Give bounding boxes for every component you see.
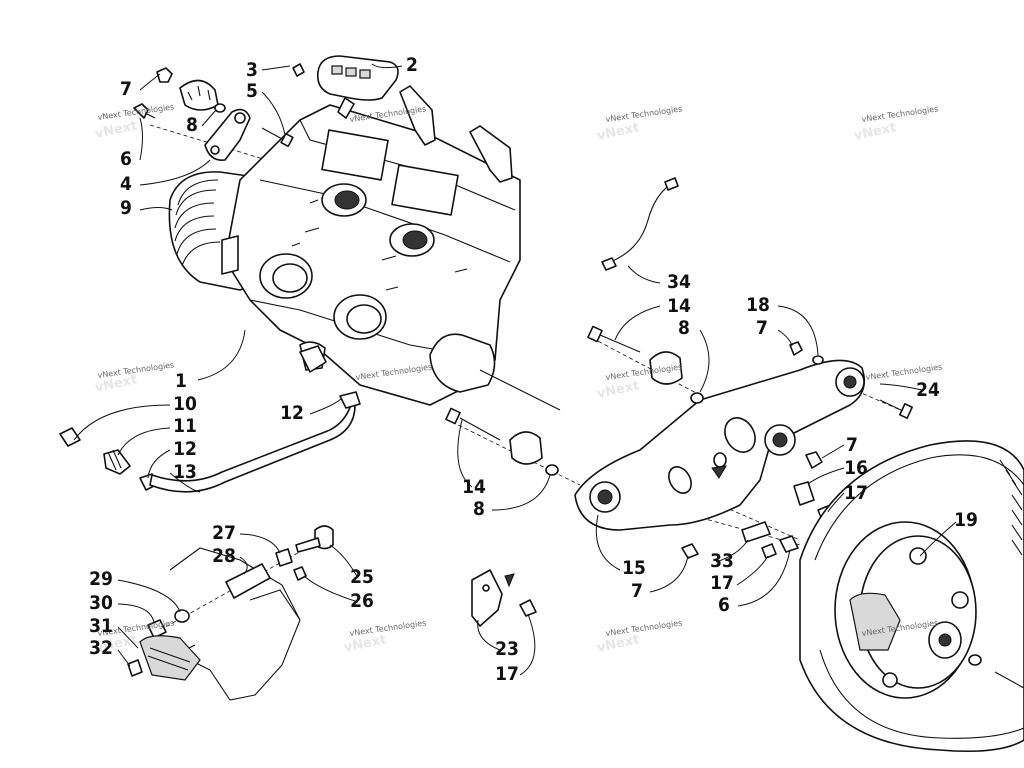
callout-c25: 25: [350, 566, 374, 588]
callout-c31: 31: [89, 615, 113, 637]
lower-bracket-parts: [127, 525, 334, 701]
impulse-line-parts: [59, 345, 361, 493]
callout-c12b: 12: [280, 402, 304, 424]
callout-c15: 15: [622, 557, 646, 579]
callout-c6a: 6: [120, 148, 132, 170]
callout-c18: 18: [746, 294, 770, 316]
callout-c30: 30: [89, 592, 113, 614]
callout-c26: 26: [350, 590, 374, 612]
callout-c17c: 17: [495, 663, 519, 685]
callout-c33: 33: [710, 550, 734, 572]
bracket-hardware: [445, 325, 913, 559]
callout-c4: 4: [120, 173, 132, 195]
watermark-text: vNext Technologies: [605, 104, 683, 124]
callout-c19: 19: [954, 509, 978, 531]
drive-clutch-belt: [799, 440, 1024, 752]
watermark-text: vNext Technologies: [97, 102, 175, 122]
callout-c13: 13: [173, 461, 197, 483]
callout-c29: 29: [89, 568, 113, 590]
callout-c8a: 8: [186, 114, 198, 136]
callout-c24: 24: [916, 379, 940, 401]
svg-text:vNext: vNext: [596, 120, 641, 144]
svg-text:vNext: vNext: [94, 118, 139, 142]
callout-c7a: 7: [120, 78, 132, 100]
watermark-text: vNext Technologies: [605, 618, 683, 638]
callout-c34: 34: [667, 271, 691, 293]
callout-c10: 10: [173, 393, 197, 415]
callout-c5: 5: [246, 80, 258, 102]
callout-c16: 16: [844, 457, 868, 479]
svg-text:vNext: vNext: [853, 120, 898, 144]
callout-c23: 23: [495, 638, 519, 660]
torque-bracket: [574, 359, 866, 531]
callout-c8b: 8: [678, 317, 690, 339]
small-bracket: [471, 569, 537, 627]
callout-c11: 11: [173, 415, 197, 437]
callout-c2: 2: [406, 54, 418, 76]
ground-wire: [601, 177, 679, 271]
engine-assembly: [168, 85, 561, 411]
front-mount-bracket: [133, 63, 305, 162]
svg-text:vNext: vNext: [596, 378, 641, 402]
callout-c17a: 17: [844, 482, 868, 504]
callout-c27: 27: [212, 522, 236, 544]
callout-c1: 1: [175, 370, 187, 392]
callout-c14a: 14: [667, 295, 691, 317]
callout-c32: 32: [89, 637, 113, 659]
callout-c7b: 7: [756, 317, 768, 339]
watermark-text: vNext Technologies: [349, 618, 427, 638]
callout-c9: 9: [120, 197, 132, 219]
callout-c3: 3: [246, 59, 258, 81]
callout-c28: 28: [212, 545, 236, 567]
callout-c6b: 6: [718, 594, 730, 616]
callout-c14b: 14: [462, 476, 486, 498]
leader-lines: [73, 63, 957, 676]
callout-c17b: 17: [710, 572, 734, 594]
callout-c7c: 7: [846, 434, 858, 456]
callout-c8c: 8: [473, 498, 485, 520]
callout-c7d: 7: [631, 580, 643, 602]
watermark-text: vNext Technologies: [861, 104, 939, 124]
callout-c12a: 12: [173, 438, 197, 460]
